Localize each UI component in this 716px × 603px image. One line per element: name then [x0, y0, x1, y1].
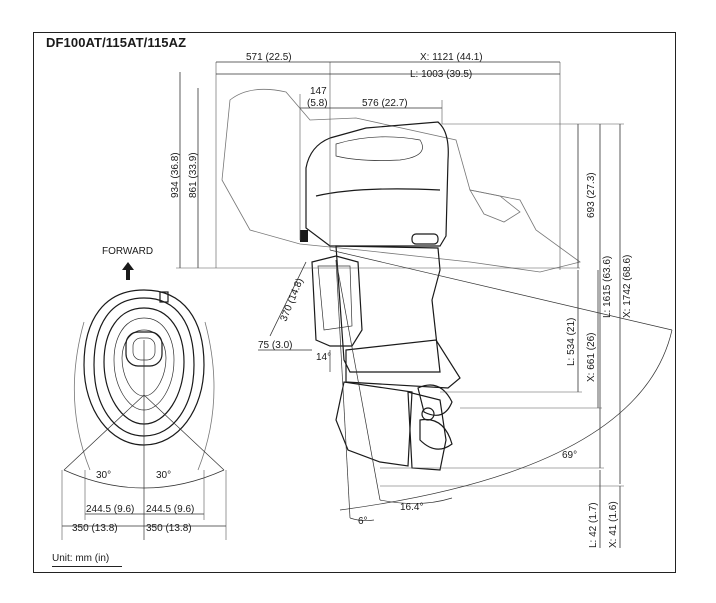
dim-1003-label: L: 1003 (39.5) — [410, 69, 472, 80]
dim-370 — [269, 261, 307, 337]
steer-right-label: 30° — [156, 470, 171, 481]
midsection — [335, 245, 441, 373]
unit-underline — [52, 566, 122, 567]
bracket-inner — [317, 265, 353, 331]
full-left-label: 350 (13.8) — [72, 523, 118, 534]
arc-16 — [379, 497, 453, 504]
dim-576-label: 576 (22.7) — [362, 98, 408, 109]
steer-arc — [63, 469, 225, 489]
half-left-label: 244.5 (9.6) — [86, 504, 134, 515]
dim-147-in-label: (5.8) — [307, 98, 328, 109]
propeller-hub — [421, 407, 435, 421]
dim-41-label: X: 41 (1.6) — [608, 501, 619, 548]
gear-case-rear — [407, 391, 447, 471]
steer-left-label: 30° — [96, 470, 111, 481]
steer-line-left — [63, 394, 145, 471]
forward-arrow-icon — [122, 262, 134, 280]
angle-69-label: 69° — [562, 450, 577, 461]
half-right-label: 244.5 (9.6) — [146, 504, 194, 515]
dim-1121-label: X: 1121 (44.1) — [420, 52, 483, 63]
dim-534-label: L: 534 (21) — [566, 318, 577, 366]
dim-693-label: 693 (27.3) — [586, 172, 597, 218]
cowling-vent — [335, 136, 423, 161]
cowling-seam — [315, 188, 441, 197]
tilted-ghost-outline — [221, 88, 581, 273]
dim-934-label: 934 (36.8) — [170, 152, 181, 198]
trim-line — [335, 259, 381, 501]
propeller-blade-upper — [417, 384, 453, 416]
cowling-latch — [411, 233, 439, 245]
anti-ventilation-plate — [345, 339, 461, 389]
dim-370-label: 370 (14.8) — [279, 277, 306, 323]
clamp-bracket — [311, 255, 363, 347]
side-view: 571 (22.5) X: 1121 (44.1) L: 1003 (39.5)… — [170, 52, 673, 548]
full-right-label: 350 (13.8) — [146, 523, 192, 534]
cowling — [305, 121, 449, 247]
unit-label: Unit: mm (in) — [52, 553, 110, 564]
dim-861-label: 861 (33.9) — [188, 152, 199, 198]
dim-661-label: X: 661 (26) — [586, 333, 597, 382]
trim-line-2 — [335, 259, 351, 519]
angle-6-label: 6° — [358, 516, 368, 527]
gear-case — [335, 381, 413, 467]
steering-envelope — [73, 321, 215, 471]
top-view: FORWARD 30° 30° 244.5 (9.6) 244.5 (9.6) … — [61, 246, 227, 540]
dim-571-label: 571 (22.5) — [246, 52, 292, 63]
angle-14-label: 14° — [316, 352, 331, 363]
tiller-stub — [159, 291, 169, 303]
lock-icon — [300, 230, 308, 242]
forward-label: FORWARD — [102, 246, 153, 257]
diagram-frame — [33, 32, 676, 573]
diagram-title: DF100AT/115AT/115AZ — [46, 35, 187, 50]
propeller-blade-lower — [419, 418, 453, 450]
dim-1742-label: X: 1742 (68.6) — [622, 255, 633, 318]
angle-16-label: 16.4° — [400, 502, 423, 513]
tilt-line — [329, 249, 673, 331]
dim-75-label: 75 (3.0) — [258, 340, 292, 351]
dim-42-label: L: 42 (1.7) — [588, 502, 599, 548]
dim-147-label: 147 — [310, 86, 327, 97]
dim-1615-label: L: 1615 (63.6) — [602, 256, 613, 318]
steer-line-right — [143, 394, 225, 471]
arc-6 — [349, 517, 375, 522]
ghost-skeg — [469, 189, 521, 223]
tilt-arc-69 — [339, 329, 673, 511]
